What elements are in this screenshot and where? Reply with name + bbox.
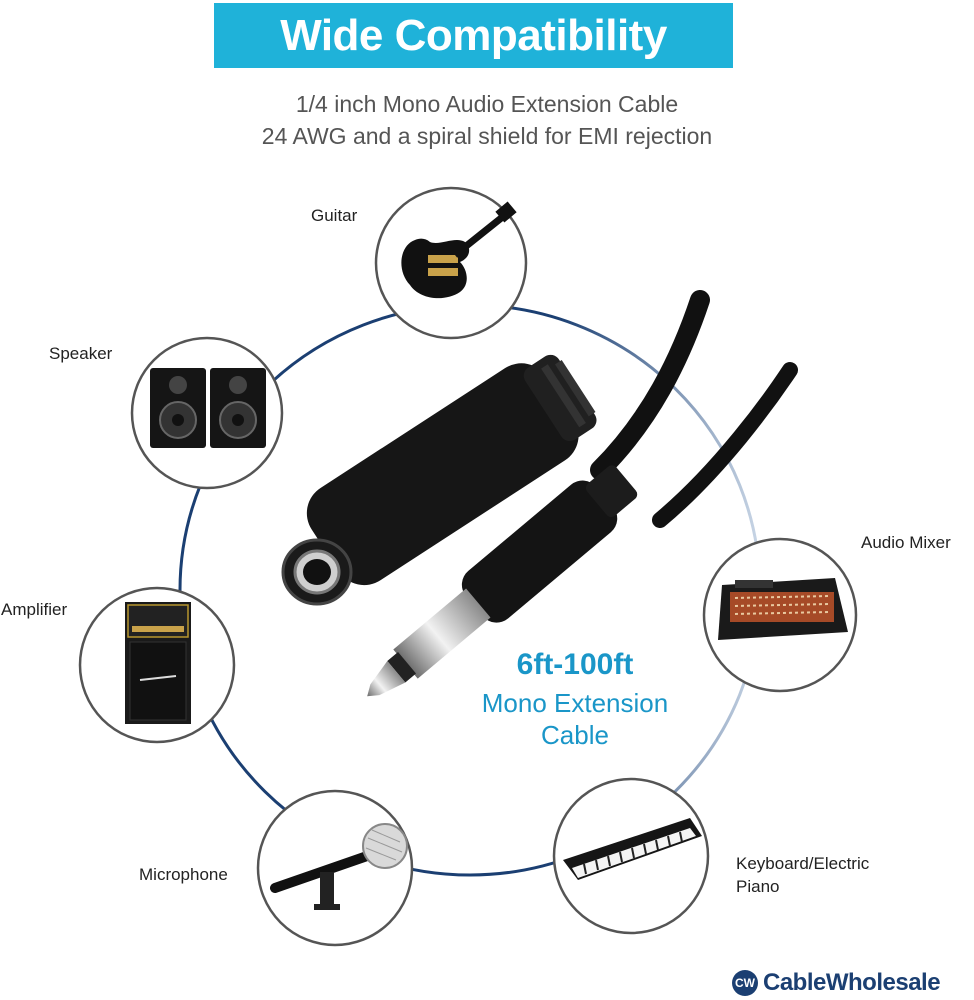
cable-illustration bbox=[281, 290, 798, 697]
brand-logo: CW CableWholesale bbox=[732, 968, 941, 998]
product-name-line-1: Mono Extension bbox=[481, 688, 669, 718]
device-label-microphone: Microphone bbox=[139, 865, 228, 884]
speaker-circle bbox=[130, 336, 284, 490]
subtitle-line-2: 24 AWG and a spiral shield for EMI rejec… bbox=[261, 123, 713, 149]
brand-mark-icon: CW bbox=[732, 970, 758, 996]
subtitle-line-1: 1/4 inch Mono Audio Extension Cable bbox=[295, 91, 679, 117]
guitar-icon bbox=[401, 201, 517, 299]
amplifier-icon bbox=[125, 602, 191, 724]
device-label-keyboard-line2: Piano bbox=[736, 877, 780, 896]
device-label-keyboard: Keyboard/Electric Piano bbox=[736, 852, 869, 898]
speaker-icon bbox=[150, 368, 266, 448]
device-label-speaker: Speaker bbox=[49, 344, 113, 363]
device-label-mixer: Audio Mixer bbox=[861, 533, 951, 552]
keyboard-circle bbox=[552, 777, 710, 935]
amplifier-circle bbox=[78, 586, 236, 744]
guitar-circle bbox=[374, 186, 528, 340]
product-name-line-2: Cable bbox=[541, 720, 609, 750]
microphone-icon bbox=[270, 823, 408, 910]
mixer-circle bbox=[702, 537, 858, 693]
title-banner: Wide Compatibility bbox=[214, 3, 733, 68]
brand-name: CableWholesale bbox=[763, 969, 941, 996]
page-title: Wide Compatibility bbox=[280, 11, 667, 60]
device-label-amplifier: Amplifier bbox=[1, 600, 68, 619]
device-label-keyboard-line1: Keyboard/Electric bbox=[736, 854, 870, 873]
mixer-icon bbox=[718, 578, 848, 640]
microphone-circle bbox=[256, 789, 414, 947]
device-label-guitar: Guitar bbox=[311, 206, 358, 225]
keyboard-icon bbox=[563, 818, 702, 880]
product-length: 6ft-100ft bbox=[516, 648, 634, 681]
